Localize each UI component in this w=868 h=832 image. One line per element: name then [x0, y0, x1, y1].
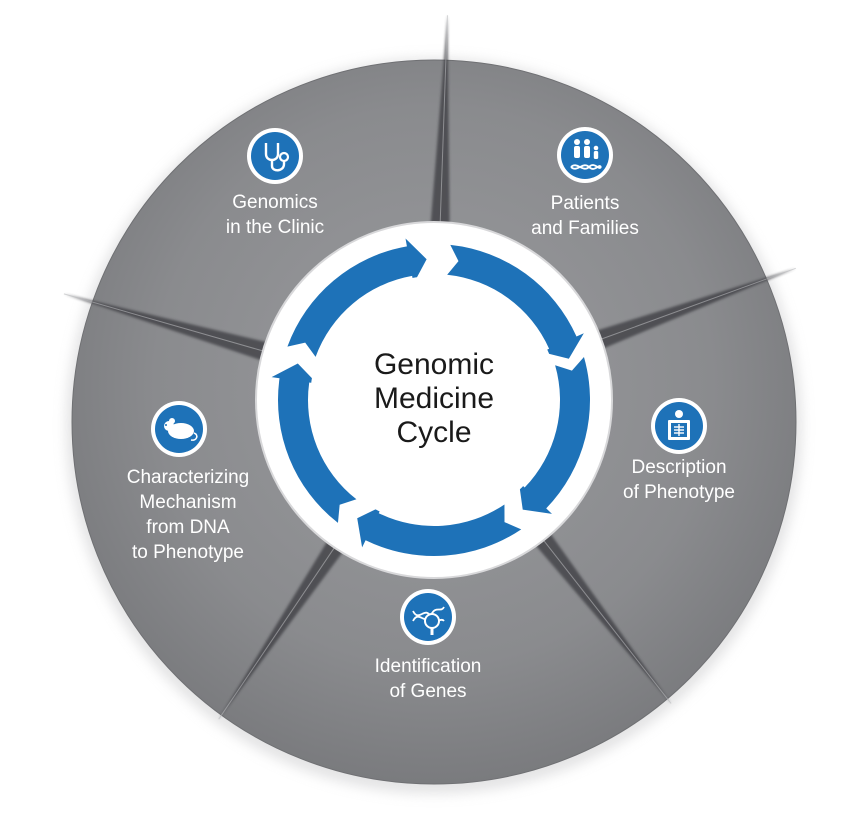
stage-label-line: Mechanism: [139, 492, 237, 513]
segment-seam-highlight: [63, 293, 266, 353]
stage-label-line: of Genes: [389, 681, 467, 702]
segment-seam-highlight: [439, 15, 448, 226]
xray-patient-icon: [651, 398, 707, 454]
center-disc: [310, 276, 558, 524]
stage-label-description-phenotype: Description of Phenotype: [623, 455, 735, 505]
stage-label-line: Patients: [550, 193, 620, 214]
stethoscope-icon: [247, 128, 303, 184]
segment-seam: [585, 268, 796, 353]
stage-label-line: Genomics: [232, 192, 318, 213]
title-line: Medicine: [373, 382, 495, 415]
stage-label-genomics-clinic: Genomics in the Clinic: [226, 190, 324, 240]
stage-label-characterizing-mechanism: Characterizing Mechanism from DNA to Phe…: [127, 465, 250, 565]
segment-seam: [63, 293, 279, 365]
dna-search-icon: [400, 589, 456, 645]
stage-label-line: to Phenotype: [132, 542, 244, 563]
inner-white-disc-edge: [255, 221, 613, 579]
outer-disc-rim: [71, 59, 797, 785]
stage-label-line: and Families: [531, 218, 639, 239]
stage-label-line: Characterizing: [126, 467, 250, 488]
stage-label-line: Description: [631, 457, 727, 478]
segment-seam-highlight: [541, 537, 672, 704]
cycle-arrow-segment: [357, 504, 522, 556]
family-dna-icon: [557, 127, 613, 183]
cycle-arrow-segment: [287, 238, 427, 357]
cycle-arrow-ring: [271, 238, 591, 556]
segment-seam-highlight: [218, 544, 337, 720]
segment-seam-highlight: [598, 267, 796, 341]
segment-seam: [429, 15, 450, 236]
title-line: Genomic: [373, 348, 495, 381]
mouse-icon: [151, 401, 207, 457]
stage-label-patients-families: Patients and Families: [531, 191, 639, 241]
title-line: Cycle: [396, 416, 472, 449]
segment-seam: [218, 531, 351, 720]
cycle-title: Genomic Medicine Cycle: [374, 348, 494, 450]
stage-label-line: from DNA: [146, 517, 230, 538]
stage-label-identification-genes: Identification of Genes: [375, 654, 482, 704]
cycle-arrow-segment: [447, 244, 584, 359]
segment-seam: [527, 523, 672, 704]
stage-label-line: Identification: [374, 656, 482, 677]
segment-seams: [63, 15, 796, 720]
stage-label-line: of Phenotype: [623, 482, 735, 503]
stage-label-line: in the Clinic: [225, 217, 325, 238]
cycle-arrow-segment: [271, 363, 357, 523]
cycle-arrow-segment: [518, 357, 591, 514]
